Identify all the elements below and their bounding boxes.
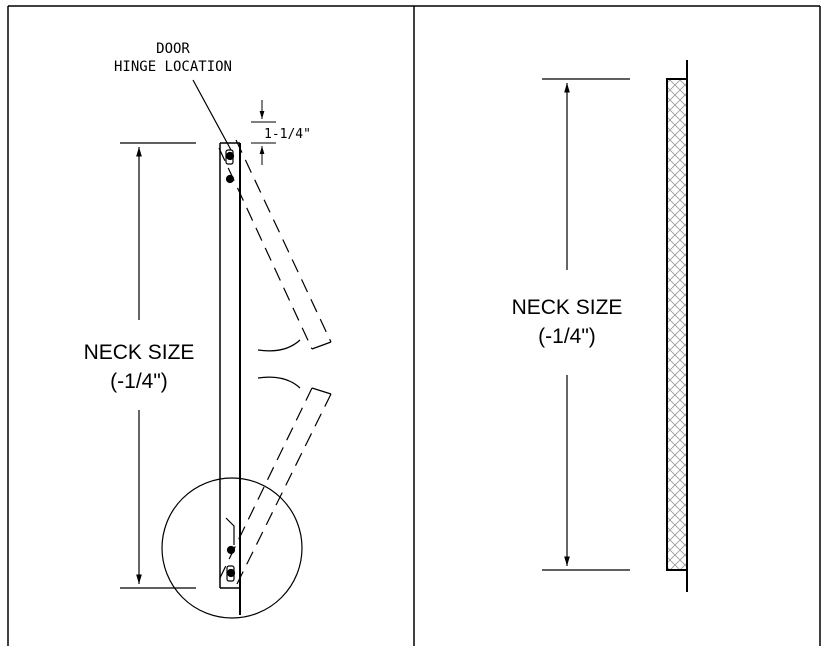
hinge-callout-line2: HINGE LOCATION: [114, 59, 232, 75]
neck-size-label-left: NECK SIZE: [84, 341, 195, 364]
bottom-hinge: [225, 517, 236, 582]
door-swing-phantom-upper: [218, 139, 332, 350]
swing-arcs: [257, 339, 301, 389]
neck-size-dimension-left: [120, 142, 196, 589]
panel-frame: [7, 5, 821, 646]
top-hinge: [225, 149, 235, 184]
hinge-callout-leader: [192, 79, 232, 151]
left-panel: DOOR HINGE LOCATION 1-1/4" NECK SIZE (-1…: [84, 41, 332, 619]
door-frame: [219, 142, 241, 615]
neck-size-label-right: NECK SIZE: [512, 296, 623, 319]
hinge-callout-line1: DOOR: [156, 41, 190, 57]
offset-dimension: [251, 100, 276, 165]
filter-media: [666, 78, 688, 571]
neck-size-value-left: (-1/4"): [110, 370, 168, 393]
offset-dimension-label: 1-1/4": [264, 127, 311, 142]
detail-circle: [161, 477, 303, 619]
door-swing-phantom-lower: [218, 387, 332, 587]
right-panel: NECK SIZE (-1/4"): [512, 60, 688, 592]
neck-size-dimension-right: [542, 78, 630, 571]
neck-size-value-right: (-1/4"): [538, 325, 596, 348]
